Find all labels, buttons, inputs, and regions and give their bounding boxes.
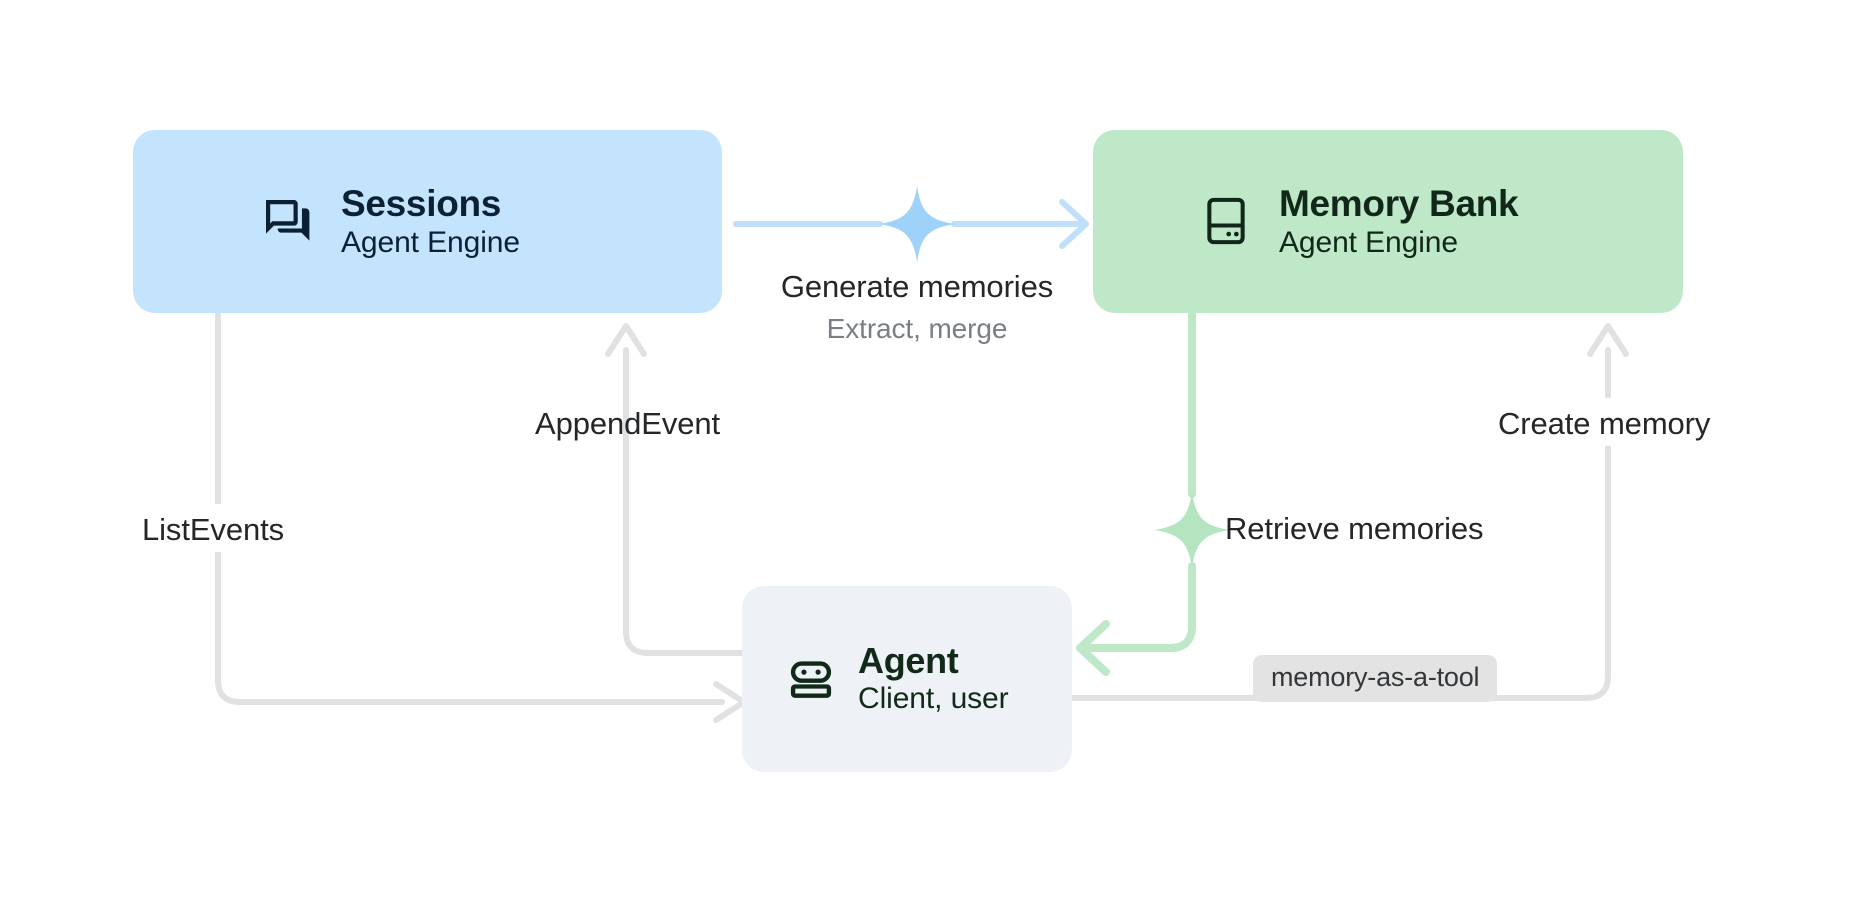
edge-create-memory [1069,323,1629,701]
database-icon [1199,194,1253,248]
edge-label-create-memory: Create memory [1498,406,1711,441]
edge-sublabel-generate-memories: Extract, merge [826,313,1008,344]
edge-label-retrieve-memories: Retrieve memories [1225,511,1484,546]
label-gap-create-memory [1490,398,1740,446]
edge-label-generate-memories: Generate memories [780,269,1054,304]
node-sessions[interactable]: Sessions Agent Engine [133,130,722,313]
sparkle-icon [1154,492,1230,568]
node-subtitle: Client, user [858,682,1009,716]
node-subtitle: Agent Engine [1279,225,1458,259]
node-title: Memory Bank [1279,183,1519,225]
node-subtitle: Agent Engine [341,225,520,259]
edge-generate-memories [733,186,1089,262]
badge-memory-as-a-tool: memory-as-a-tool [1253,655,1498,702]
edge-retrieve-memories [1076,311,1230,676]
robot-icon [786,654,836,704]
node-memory-bank[interactable]: Memory Bank Agent Engine [1093,130,1683,313]
edge-label-append-event: AppendEvent [535,406,721,441]
edge-label-list-events: ListEvents [142,512,285,547]
node-title: Agent [858,640,959,682]
edge-append-event [605,323,745,656]
label-gap-list-events [130,504,308,552]
node-agent[interactable]: Agent Client, user [742,586,1072,772]
forum-icon [259,193,315,249]
sparkle-icon [879,186,955,262]
label-gap-append-event [452,398,622,446]
node-title: Sessions [341,183,502,225]
